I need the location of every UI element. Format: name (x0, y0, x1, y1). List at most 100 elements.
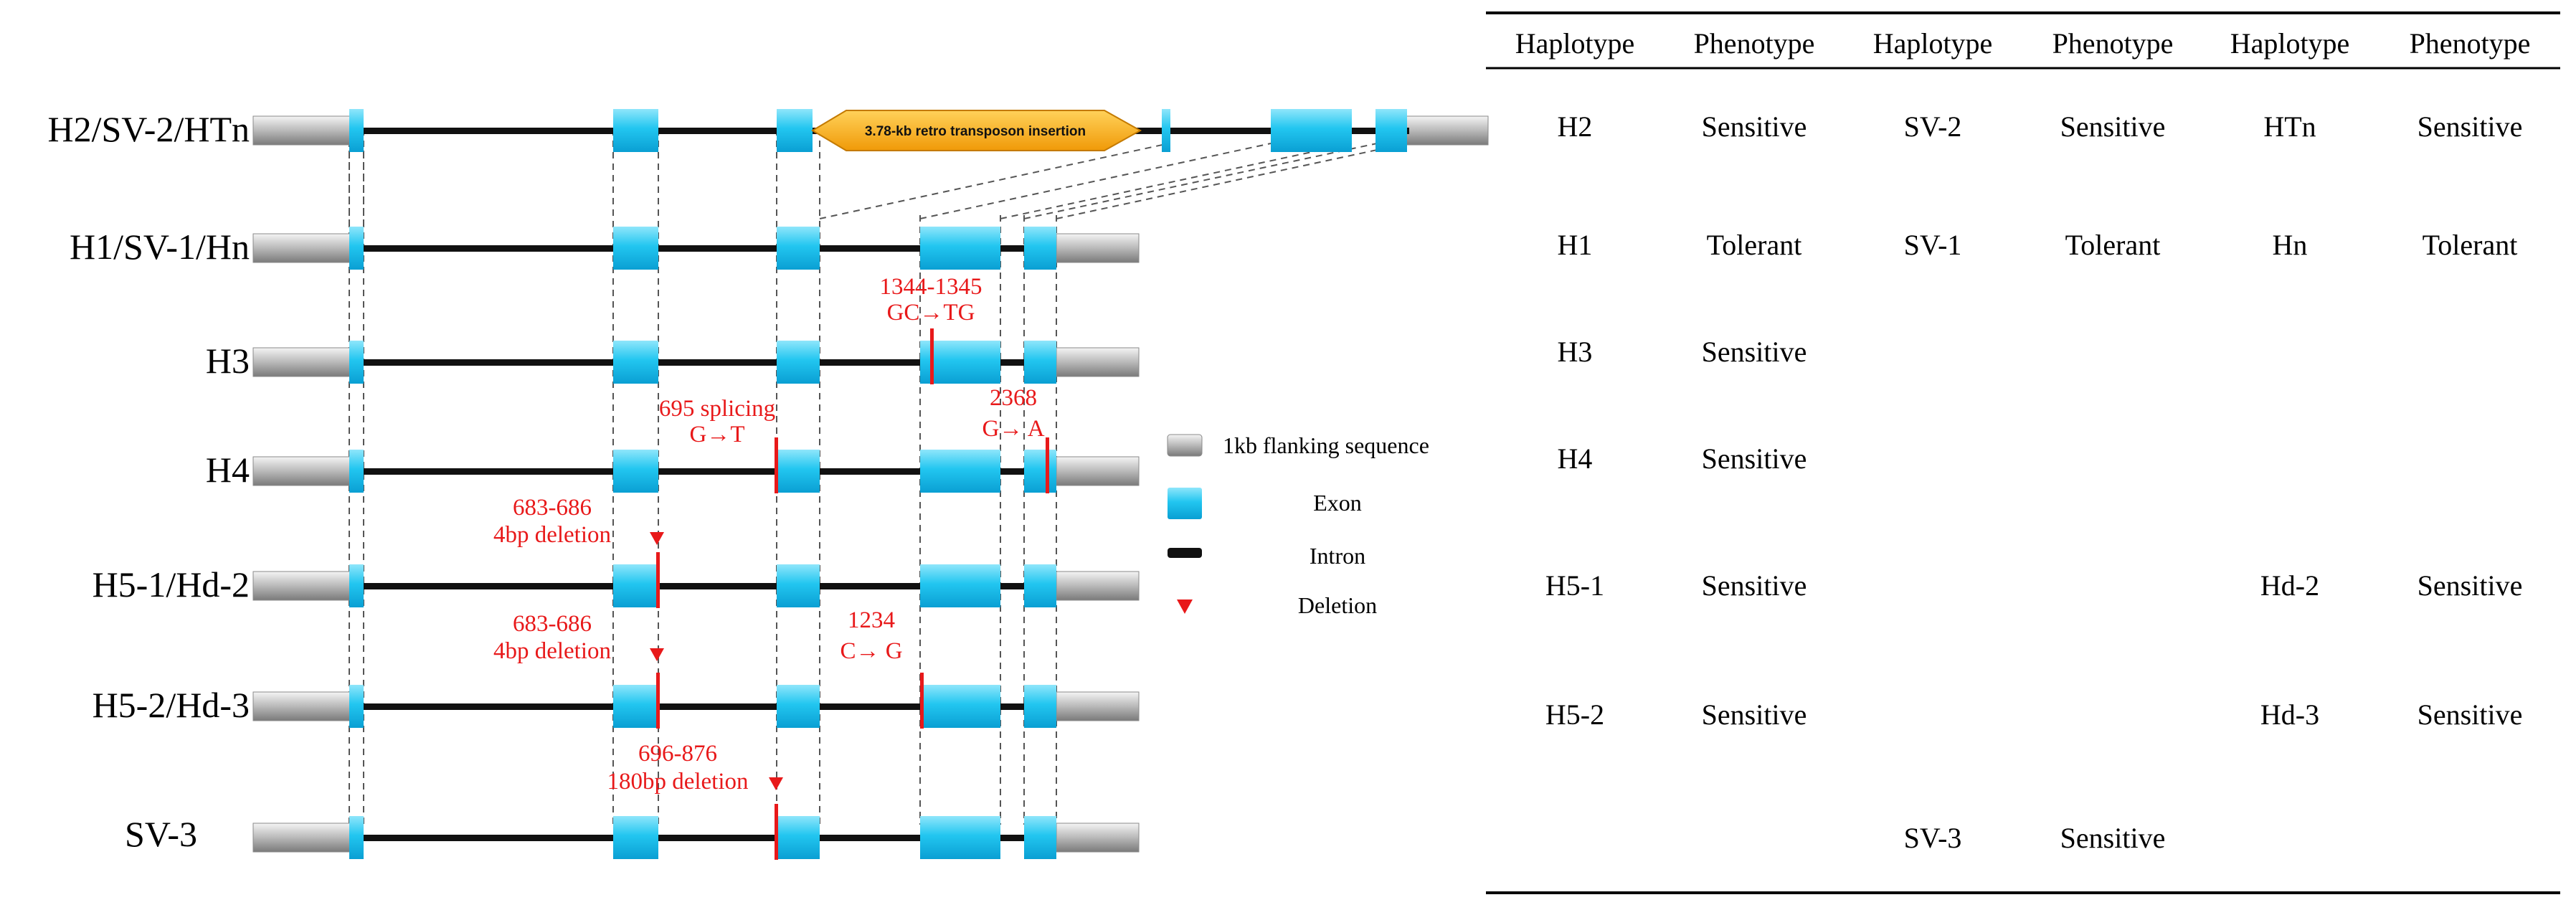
exon (613, 450, 658, 493)
table-cell: Tolerant (2065, 229, 2161, 261)
deletion-marker (656, 673, 660, 729)
table-cell: SV-3 (1904, 822, 1962, 854)
gene-row-2: H1/SV-1/Hn (70, 227, 1140, 270)
table-cell: H5-1 (1545, 569, 1604, 602)
flank-left (252, 823, 351, 853)
exon (777, 450, 820, 493)
gene-row-7: SV-3 (125, 804, 1140, 860)
exon (349, 816, 364, 859)
intron-line (349, 703, 1056, 710)
mutation-label-m5-b: 4bp deletion (493, 638, 611, 664)
table-cell: Sensitive (1702, 569, 1807, 602)
row-label: H1/SV-1/Hn (70, 227, 250, 267)
exon (777, 564, 820, 607)
intron-line (349, 245, 1056, 252)
vertical-guides (349, 129, 1408, 825)
flank-right (1056, 571, 1140, 601)
table-cell: Tolerant (2423, 229, 2518, 261)
exon (920, 816, 1000, 859)
exon (349, 109, 364, 152)
intron-line (349, 359, 1056, 366)
exon (1024, 685, 1056, 728)
flank-icon (1167, 434, 1203, 457)
table-header-cell: Phenotype (2052, 27, 2174, 60)
flank-left (252, 571, 351, 601)
table-cell: H3 (1558, 336, 1593, 368)
mutation-label-m4-a: 683-686 (513, 495, 592, 521)
intron-line (349, 835, 1056, 841)
exon (777, 227, 820, 270)
exon (920, 450, 1000, 493)
flank-left (252, 347, 351, 377)
table-row: H1 Tolerant SV-1 Tolerant Hn Tolerant (1558, 229, 2518, 261)
intron-line (349, 468, 1056, 475)
row-label: H3 (206, 341, 250, 381)
table-cell: Hn (2273, 229, 2308, 261)
exon (613, 227, 658, 270)
mutation-label-m1-a: 1344-1345 (880, 274, 982, 300)
table-cell: Sensitive (2060, 822, 2166, 854)
flank-right (1056, 456, 1140, 486)
table-header-cell: Haplotype (2230, 27, 2350, 60)
exon (777, 109, 813, 152)
exon (1024, 564, 1056, 607)
table-cell: H1 (1558, 229, 1593, 261)
exon (349, 564, 364, 607)
row-label: H5-1/Hd-2 (93, 564, 250, 605)
flank-right (1056, 823, 1140, 853)
gene-row-5: H5-1/Hd-2 (93, 552, 1140, 608)
flank-left (252, 456, 351, 486)
mutation-label-m7-b: 180bp deletion (607, 769, 748, 795)
deletion-triangle (650, 532, 664, 545)
legend-label-deletion: Deletion (1298, 592, 1377, 618)
mutation-label-m6-a: 1234 (848, 607, 895, 633)
table-cell: HTn (2263, 110, 2316, 143)
exon (613, 564, 658, 607)
table-cell: H2 (1558, 110, 1593, 143)
table-header-cell: Haplotype (1515, 27, 1635, 60)
deletion-triangle (650, 648, 664, 661)
gene-row-6: H5-2/Hd-3 (93, 673, 1140, 729)
mutation-label-m5-a: 683-686 (513, 611, 592, 637)
insertion-label: 3.78-kb retro transposon insertion (865, 124, 1086, 139)
exon (613, 816, 658, 859)
flank-left (252, 233, 351, 263)
table-header-cell: Phenotype (1694, 27, 1815, 60)
row-label: H5-2/Hd-3 (93, 685, 250, 725)
exon (920, 564, 1000, 607)
mutation-label-m1-b: GC→TG (887, 300, 975, 326)
legend-label-intron: Intron (1310, 543, 1365, 569)
table-cell: SV-1 (1904, 229, 1962, 261)
table-cell: Sensitive (1702, 442, 1807, 475)
table-cell: Sensitive (2418, 698, 2523, 731)
flank-left (252, 115, 351, 146)
mutation-label-m3-a: 2368 (990, 385, 1037, 411)
exon (777, 685, 820, 728)
table-cell: Sensitive (2060, 110, 2166, 143)
mutation-marker (775, 437, 778, 493)
exon (1024, 816, 1056, 859)
table-cell: H5-2 (1545, 698, 1604, 731)
table-cell: Hd-3 (2260, 698, 2319, 731)
table-row: SV-3 Sensitive (1904, 822, 2166, 854)
deletion-marker (656, 552, 660, 608)
exon (1024, 450, 1056, 493)
exon (349, 227, 364, 270)
row-label: SV-3 (125, 814, 197, 854)
mutation-marker (930, 328, 934, 384)
gene-row-1: H2/SV-2/HTn 3.78-kb retro transposon ins… (47, 109, 1489, 152)
exon (1271, 109, 1352, 152)
exon (1375, 109, 1407, 152)
table-cell: Tolerant (1707, 229, 1802, 261)
legend-label-exon: Exon (1313, 490, 1362, 516)
exon (777, 816, 820, 859)
legend-label-flank: 1kb flanking sequence (1223, 432, 1429, 458)
gene-row-3: H3 (206, 328, 1140, 384)
